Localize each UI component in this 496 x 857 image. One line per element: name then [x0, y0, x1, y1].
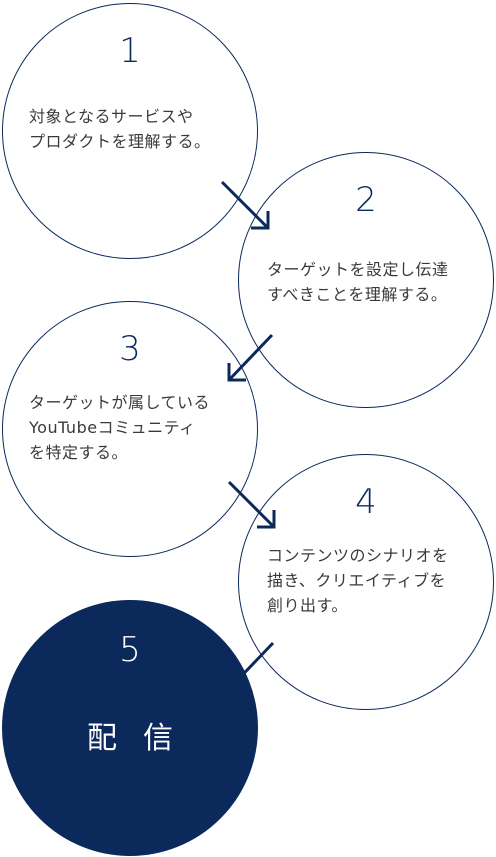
step-3-line-1: ターゲットが属している	[29, 393, 211, 412]
step-4-description: コンテンツのシナリオを 描き、クリエイティブを 創り出す。	[267, 543, 449, 618]
step-2-number: 2	[355, 180, 377, 220]
step-1-description: 対象となるサービスや プロダクトを理解する。	[29, 104, 211, 154]
step-3-line-3: を特定する。	[29, 443, 129, 462]
step-2-description: ターゲットを設定し伝達 すべきことを理解する。	[267, 257, 449, 307]
step-2-circle: 2 ターゲットを設定し伝達 すべきことを理解する。	[238, 152, 494, 408]
step-1-line-2: プロダクトを理解する。	[29, 132, 211, 151]
step-2-line-1: ターゲットを設定し伝達	[267, 260, 449, 279]
step-4-line-1: コンテンツのシナリオを	[267, 546, 449, 565]
step-3-circle: 3 ターゲットが属している YouTubeコミュニティ を特定する。	[2, 301, 258, 557]
step-4-line-3: 創り出す。	[267, 596, 348, 615]
step-5-circle: 5 配信	[2, 600, 258, 856]
step-5-label: 配信	[87, 721, 199, 756]
step-4-number: 4	[355, 482, 377, 522]
step-1-line-1: 対象となるサービスや	[29, 107, 194, 126]
step-4-line-2: 描き、クリエイティブを	[267, 571, 447, 590]
step-1-number: 1	[119, 31, 141, 71]
step-4-circle: 4 コンテンツのシナリオを 描き、クリエイティブを 創り出す。	[238, 454, 494, 710]
step-3-line-2: YouTubeコミュニティ	[29, 418, 196, 437]
step-5-number: 5	[119, 630, 141, 670]
step-3-number: 3	[119, 329, 141, 369]
step-3-description: ターゲットが属している YouTubeコミュニティ を特定する。	[29, 390, 210, 465]
step-1-circle: 1 対象となるサービスや プロダクトを理解する。	[2, 3, 258, 259]
step-2-line-2: すべきことを理解する。	[267, 285, 448, 304]
